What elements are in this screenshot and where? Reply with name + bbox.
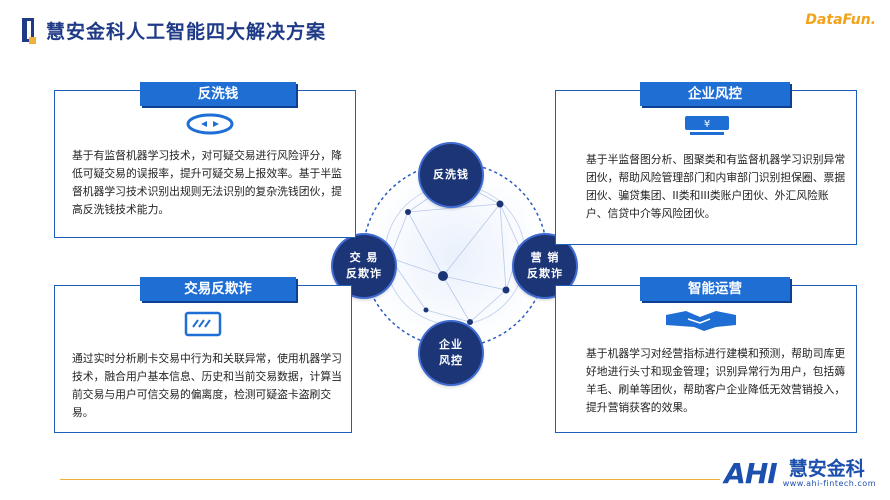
page-title: 慧安金科人工智能四大解决方案 bbox=[46, 20, 327, 43]
network-diagram bbox=[362, 162, 548, 348]
card-anti-money-header: 反洗钱 bbox=[140, 82, 296, 106]
logo-mark: AHI bbox=[724, 457, 778, 490]
title-bracket-icon bbox=[22, 18, 36, 44]
card-enterprise-risk bbox=[555, 90, 857, 245]
card-anti-fraud-text: 通过实时分析刷卡交易中行为和关联异常，使用机器学习技术，融合用户基本信息、历史和… bbox=[72, 352, 342, 419]
card-smart-ops bbox=[555, 285, 857, 433]
card-smart-ops-text: 基于机器学习对经营指标进行建模和预测，帮助司库更好地进行头寸和现金管理；识别异常… bbox=[586, 347, 846, 414]
card-smart-ops-header: 智能运营 bbox=[640, 277, 790, 301]
title-bar: 慧安金科人工智能四大解决方案 bbox=[22, 17, 327, 44]
ahi-logo: AHI 慧安金科 www.ahi-fintech.com bbox=[724, 457, 876, 490]
brand-text: DataFun. bbox=[805, 12, 876, 28]
card-enterprise-risk-text: 基于半监督图分析、图聚类和有监督机器学习识别异常团伙，帮助风险管理部门和内审部门… bbox=[586, 153, 846, 220]
footer-divider bbox=[60, 479, 720, 480]
card-anti-fraud-header: 交易反欺诈 bbox=[140, 277, 296, 301]
handshake-icon bbox=[666, 311, 736, 331]
card-swipe-icon bbox=[184, 311, 222, 337]
circle-enterprise-risk: 企业 风控 bbox=[420, 322, 482, 384]
card-enterprise-risk-header: 企业风控 bbox=[640, 82, 790, 106]
money-bill-icon: ¥ bbox=[685, 116, 729, 135]
loop-arrow-icon bbox=[186, 113, 234, 135]
logo-company-name: 慧安金科 bbox=[788, 458, 865, 480]
svg-text:¥: ¥ bbox=[704, 119, 710, 130]
card-anti-fraud bbox=[54, 285, 352, 433]
card-anti-money-text: 基于有监督机器学习技术，对可疑交易进行风险评分，降低可疑交易的误报率，提升可疑交… bbox=[72, 149, 342, 216]
logo-text-group: 慧安金科 www.ahi-fintech.com bbox=[783, 459, 876, 488]
circle-anti-money: 反洗钱 bbox=[420, 144, 482, 206]
datafun-logo: DataFun. bbox=[805, 12, 876, 28]
network-lines bbox=[389, 179, 521, 323]
logo-url: www.ahi-fintech.com bbox=[782, 479, 876, 488]
